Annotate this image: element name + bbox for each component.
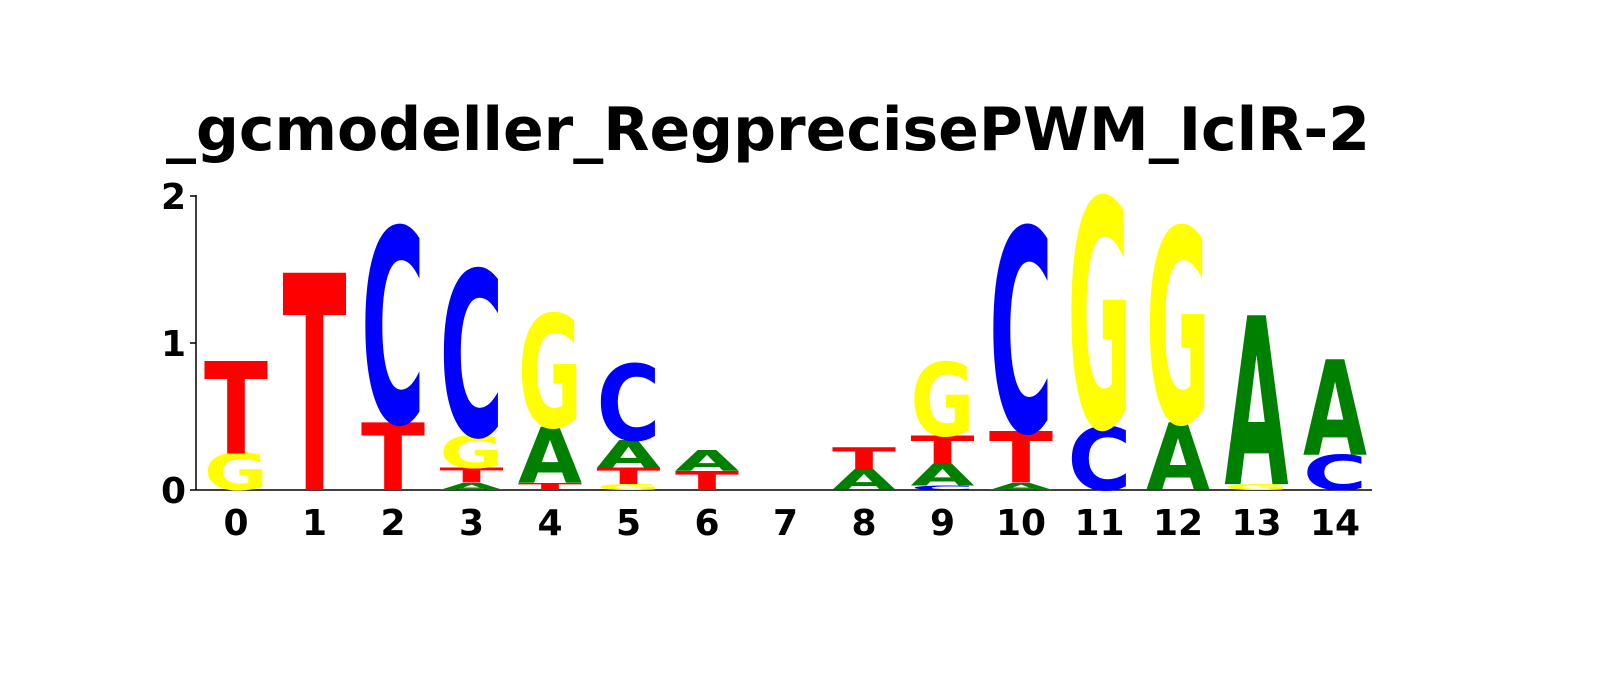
- logo-letter-g: G: [911, 343, 975, 460]
- logo-letter-c: C: [911, 484, 975, 491]
- logo-letter-c: C: [989, 172, 1053, 497]
- logo-letter-a: A: [518, 412, 582, 501]
- x-tick-label: 5: [616, 503, 641, 544]
- logo-letter-a: A: [832, 464, 896, 497]
- logo-letter-c: C: [596, 343, 660, 465]
- logo-letter-t: T: [440, 464, 504, 487]
- y-tick-label: 1: [161, 324, 186, 365]
- logo-letter-t: T: [518, 481, 583, 493]
- logo-letter-a: A: [440, 481, 505, 493]
- logo-letter-t: T: [361, 404, 425, 512]
- logo-letter-t: T: [204, 336, 268, 484]
- logo-letter-a: A: [1146, 405, 1210, 513]
- logo-letter-c: C: [440, 224, 504, 489]
- x-tick-label: 8: [851, 503, 876, 544]
- logo-letter-c: C: [361, 174, 425, 486]
- x-tick-label: 6: [694, 503, 719, 544]
- y-ticks: 0 1 2: [161, 177, 196, 512]
- x-tick-label: 2: [380, 503, 405, 544]
- logo-letter-t: T: [832, 442, 897, 477]
- logo-letter-a: A: [675, 445, 739, 478]
- logo-letter-g: G: [1146, 174, 1210, 486]
- x-tick-label: 10: [996, 503, 1046, 544]
- y-tick-label: 0: [161, 471, 186, 512]
- x-tick-label: 13: [1231, 503, 1281, 544]
- logo-letter-g: G: [1067, 136, 1131, 501]
- logo-letter-t: T: [910, 428, 974, 473]
- x-tick-label: 1: [302, 503, 327, 544]
- x-tick-label: 12: [1153, 503, 1203, 544]
- logo-letter-t: T: [989, 417, 1053, 499]
- logo-letter-c: C: [1068, 410, 1132, 511]
- x-tick-label: 3: [459, 503, 484, 544]
- logo-letter-g: G: [597, 483, 661, 492]
- logo-letter-c: C: [1303, 445, 1367, 501]
- logo-letter-g: G: [518, 283, 582, 464]
- logo-letter-t: T: [282, 215, 346, 562]
- logo-letter-a: A: [989, 481, 1054, 493]
- logo-letter-a: A: [597, 433, 661, 478]
- logo-letter-g: G: [440, 427, 504, 479]
- logo-letter-a: A: [910, 457, 974, 492]
- x-tick-label: 14: [1310, 503, 1360, 544]
- x-tick-label: 9: [930, 503, 955, 544]
- x-tick-label: 4: [537, 503, 562, 544]
- logo-letter-a: A: [1225, 271, 1289, 540]
- logo-letter-g: G: [1225, 483, 1289, 492]
- y-tick-label: 2: [161, 177, 186, 218]
- x-tick-label: 0: [223, 503, 248, 544]
- logo-letter-a: A: [1303, 333, 1367, 486]
- x-tick-label: 11: [1074, 503, 1124, 544]
- logo-letter-g: G: [204, 444, 268, 502]
- x-tick-label: 7: [773, 503, 798, 544]
- chart-title: _gcmodeller_RegprecisePWM_IclR-2: [166, 95, 1370, 165]
- logo-letter-t: T: [675, 466, 739, 496]
- logo-letter-t: T: [596, 464, 661, 490]
